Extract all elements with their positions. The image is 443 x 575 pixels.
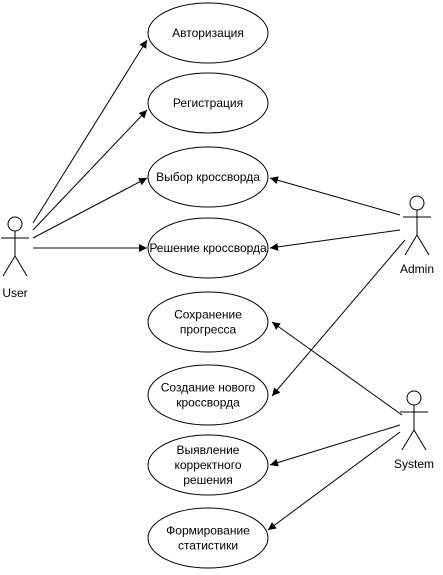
use-case-label-line: статистики xyxy=(178,539,238,553)
use-case-label-line: Авторизация xyxy=(172,26,244,40)
use-case-label-line: Регистрация xyxy=(173,96,243,110)
use-case-auth-label: Авторизация xyxy=(172,26,244,40)
use-case-label-line: Формирование xyxy=(166,524,250,538)
associations xyxy=(32,39,406,531)
actor-system xyxy=(400,390,428,451)
use-case-label-line: кроссворда xyxy=(176,396,240,410)
actor-user xyxy=(1,216,29,277)
assoc-system-detect xyxy=(269,424,401,467)
use-case-choose: Выбор кроссворда xyxy=(147,146,269,208)
use-case-label-line: Выявление xyxy=(177,443,240,457)
use-case-auth: Авторизация xyxy=(147,2,269,64)
use-case-solve-label: Решение кроссворда xyxy=(149,241,267,255)
actor-system-label: System xyxy=(394,457,434,471)
use-case-label-line: решения xyxy=(183,473,232,487)
actor-system-head xyxy=(406,390,422,406)
assoc-system-save xyxy=(271,321,403,416)
use-case-label-line: прогресса xyxy=(180,323,237,337)
use-case-solve: Решение кроссворда xyxy=(147,217,269,279)
assoc-user-auth xyxy=(32,39,148,224)
use-case-register: Регистрация xyxy=(147,72,269,134)
assoc-user-choose xyxy=(32,177,148,239)
use-case-label-line: Сохранение xyxy=(174,308,242,322)
actor-admin xyxy=(403,195,431,256)
use-case-label-line: корректного xyxy=(174,458,241,472)
use-case-register-label: Регистрация xyxy=(173,96,243,110)
assoc-admin-choose xyxy=(269,176,401,216)
assoc-system-stats xyxy=(267,431,401,531)
actor-user-label: User xyxy=(2,286,27,300)
use-case-choose-label: Выбор кроссворда xyxy=(156,170,260,184)
use-case-label-line: Выбор кроссворда xyxy=(156,170,260,184)
actor-admin-label: Admin xyxy=(400,262,434,276)
assoc-admin-solve xyxy=(269,229,401,251)
assoc-admin-create xyxy=(271,239,406,397)
actor-admin-head xyxy=(409,195,425,211)
assoc-user-register xyxy=(32,109,148,231)
actor-user-head xyxy=(7,216,23,232)
use-case-label-line: Создание нового xyxy=(161,381,256,395)
use-case-label-line: Решение кроссворда xyxy=(149,241,267,255)
